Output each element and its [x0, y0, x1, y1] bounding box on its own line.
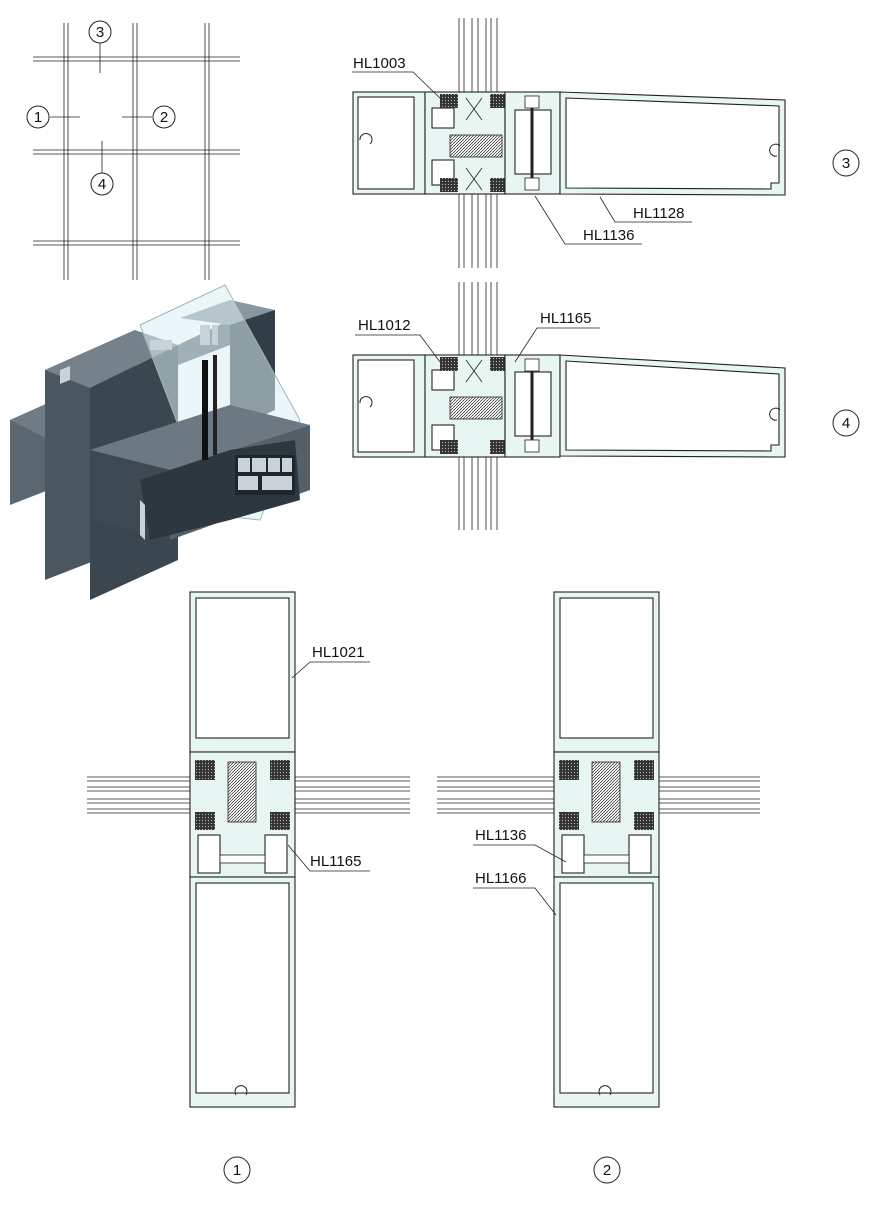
- section-marker-1: 1: [223, 1156, 251, 1184]
- label-hl1003: HL1003: [353, 55, 406, 72]
- key-plan-marker-3-text: 3: [96, 24, 104, 41]
- key-plan-marker-2-text: 2: [160, 109, 168, 126]
- section-marker-4: 4: [832, 409, 860, 437]
- label-hl1165-top: HL1165: [540, 310, 591, 327]
- key-plan-grid: [33, 23, 240, 280]
- key-plan-marker-3: 3: [88, 20, 112, 44]
- section-marker-4-text: 4: [842, 415, 850, 432]
- section-1-drawing: [87, 591, 410, 1108]
- section-marker-1-text: 1: [233, 1162, 241, 1179]
- section-marker-3: 3: [832, 149, 860, 177]
- section-marker-3-text: 3: [842, 155, 850, 172]
- section-marker-2-text: 2: [603, 1162, 611, 1179]
- section-4-drawing: [352, 282, 786, 530]
- key-plan-marker-4-text: 4: [98, 176, 106, 193]
- label-hl1165-bottom: HL1165: [310, 853, 361, 870]
- isometric-render: [10, 284, 310, 600]
- label-hl1166: HL1166: [475, 870, 526, 887]
- key-plan-marker-4: 4: [90, 172, 114, 196]
- label-hl1021: HL1021: [312, 644, 365, 661]
- section-2-drawing: [437, 591, 760, 1108]
- key-plan-marker-2: 2: [152, 105, 176, 129]
- label-hl1136: HL1136: [583, 227, 634, 244]
- label-hl1012: HL1012: [358, 317, 411, 334]
- key-plan-marker-1: 1: [26, 105, 50, 129]
- label-hl1128: HL1128: [633, 205, 684, 222]
- section-3-drawing: [352, 18, 786, 268]
- section-marker-2: 2: [593, 1156, 621, 1184]
- key-plan-marker-1-text: 1: [34, 109, 42, 126]
- label-hl1136-section2: HL1136: [475, 827, 526, 844]
